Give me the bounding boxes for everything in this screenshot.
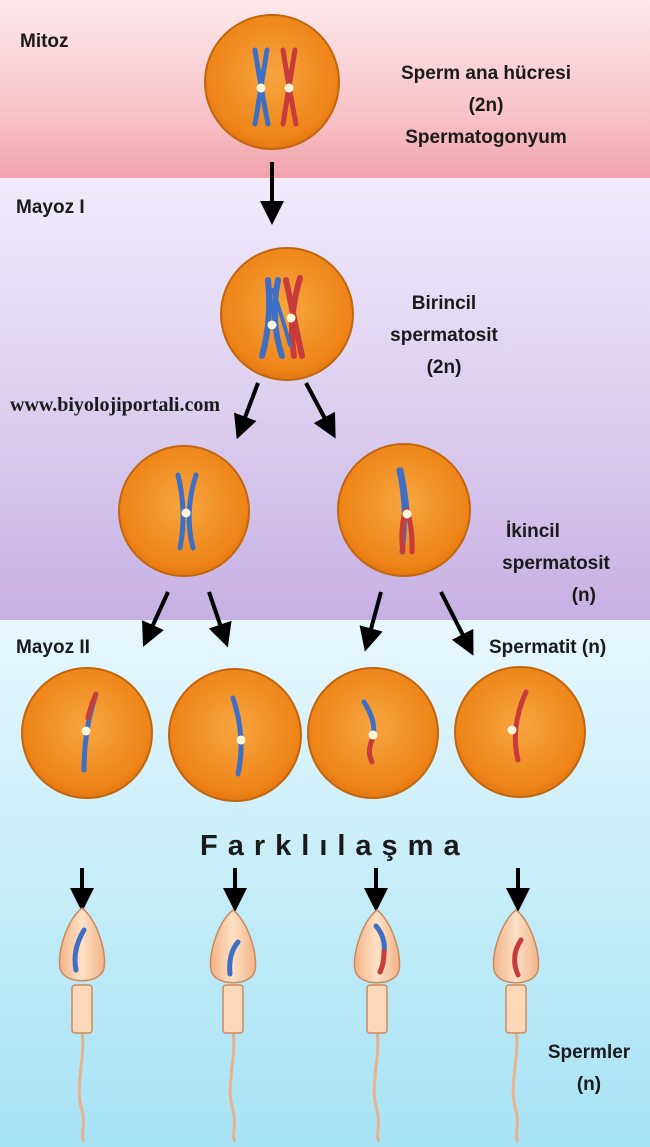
label-secondary-spermatocyte: İkincil spermatosit (n) (476, 516, 636, 612)
meiosis-one-band (0, 178, 650, 621)
label-spermatogonium-line-2: (2n) (468, 95, 504, 116)
spermatogonium-cell (204, 14, 340, 150)
sperm-cell-4 (492, 909, 540, 1143)
spermatid-cell-1 (21, 667, 153, 799)
arrow-secondary-right-to-spermatid-3 (359, 591, 383, 652)
sperm-cell-1 (58, 907, 106, 1143)
arrow-primary-to-secondary-left (234, 382, 260, 440)
label-sperm: Spermler (n) (530, 1037, 648, 1101)
label-spermatogonium-line-3: Spermatogonyum (405, 127, 567, 148)
arrow-secondary-left-to-spermatid-2 (207, 591, 232, 648)
label-spermatid: Spermatit (n) (489, 637, 607, 658)
stage-label-meiosis-two: Mayoz II (16, 637, 90, 658)
spermatid-cell-4 (454, 666, 586, 798)
watermark: www.biyolojiportali.com (10, 394, 220, 416)
spermatid-cell-3 (307, 667, 439, 799)
sperm-cell-2 (209, 909, 257, 1143)
label-secondary-spermatocyte-line-3: (n) (571, 585, 596, 606)
sperm-cell-3 (353, 909, 401, 1143)
label-spermatogonium: Sperm ana hücresi (2n) Spermatogonyum (371, 58, 601, 154)
label-primary-spermatocyte: Birincil spermatosit (2n) (364, 288, 524, 384)
label-primary-spermatocyte-line-2: spermatosit (390, 325, 498, 346)
label-secondary-spermatocyte-line-2: spermatosit (502, 553, 610, 574)
label-secondary-spermatocyte-line-1: İkincil (506, 521, 560, 542)
arrow-primary-to-secondary-right (304, 382, 336, 439)
stage-label-mitosis: Mitoz (20, 31, 69, 52)
arrow-secondary-left-to-spermatid-1 (142, 591, 170, 647)
label-spermatogonium-line-1: Sperm ana hücresi (400, 63, 572, 84)
arrow-secondary-right-to-spermatid-4 (439, 591, 474, 656)
secondary-spermatocyte-cell-right (337, 443, 471, 577)
spermatid-cell-2 (168, 668, 302, 802)
label-sperm-line-2: (n) (576, 1074, 602, 1095)
secondary-spermatocyte-cell-left (118, 445, 250, 577)
label-sperm-line-1: Spermler (547, 1042, 631, 1063)
stage-label-meiosis-one: Mayoz I (16, 197, 85, 218)
primary-spermatocyte-cell (220, 247, 354, 381)
label-primary-spermatocyte-line-1: Birincil (411, 293, 477, 314)
arrows (70, 162, 530, 912)
differentiation-label: Farklılaşma (200, 830, 470, 862)
label-primary-spermatocyte-line-3: (2n) (426, 357, 462, 378)
